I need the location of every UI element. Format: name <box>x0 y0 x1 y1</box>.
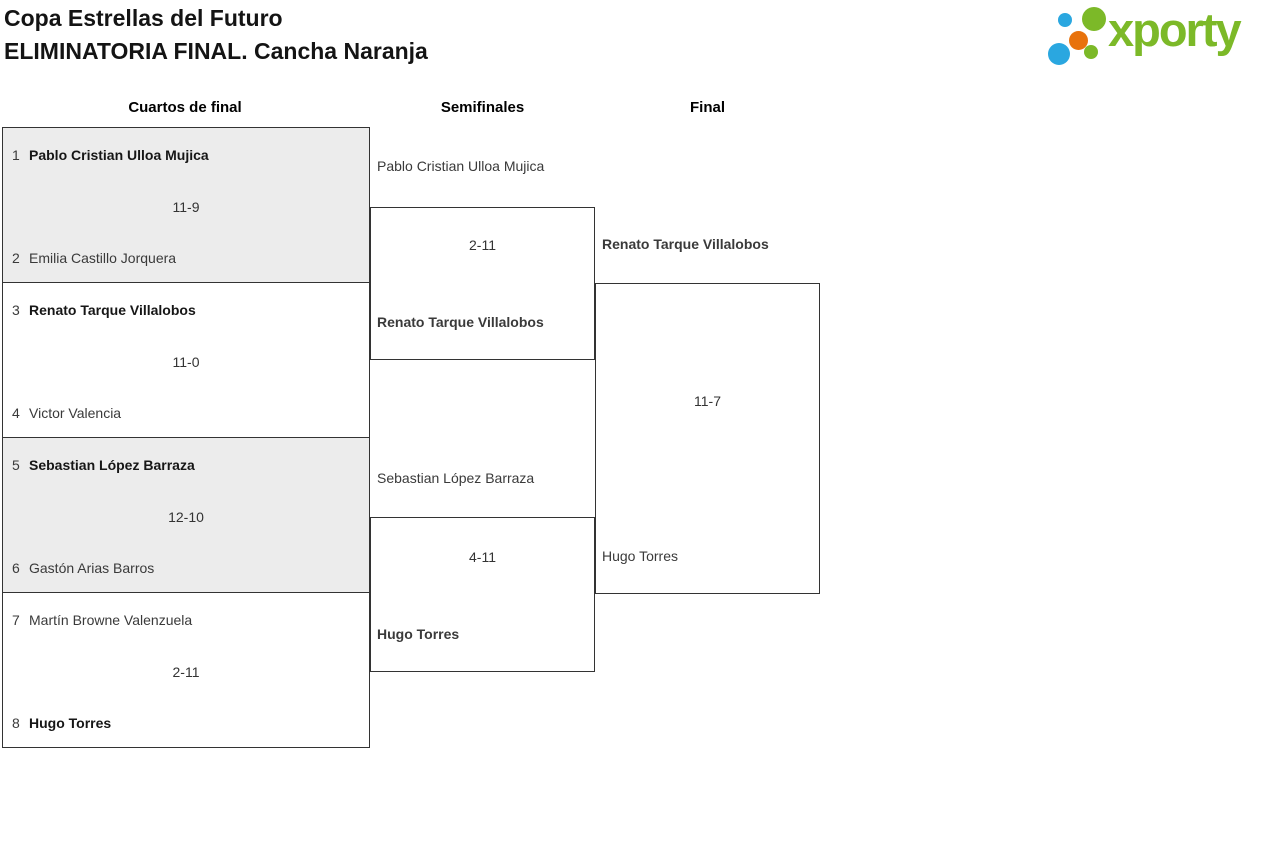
semifinal-match-1[interactable] <box>370 207 595 360</box>
quarterfinal-match-1[interactable]: 1 Pablo Cristian Ulloa Mujica 11-9 2 Emi… <box>2 127 370 283</box>
seed-number: 8 <box>12 715 20 731</box>
semifinal-match-2[interactable] <box>370 517 595 672</box>
player-name: Pablo Cristian Ulloa Mujica <box>29 147 209 163</box>
logo-dot-icon <box>1084 45 1098 59</box>
player-name: Hugo Torres <box>29 715 112 731</box>
match-player-top: 1 Pablo Cristian Ulloa Mujica <box>3 144 369 166</box>
match-score: 4-11 <box>469 549 496 565</box>
xporty-logo[interactable]: xporty <box>1040 0 1280 72</box>
player-name: Emilia Castillo Jorquera <box>29 250 177 266</box>
round-header-semifinals: Semifinales <box>440 99 525 116</box>
match-player-bottom: 6 Gastón Arias Barros <box>3 557 369 579</box>
seed-number: 7 <box>12 612 20 628</box>
player-name: Renato Tarque Villalobos <box>29 302 196 318</box>
player-name: Renato Tarque Villalobos <box>602 236 769 252</box>
logo-dot-icon <box>1082 7 1106 31</box>
player-name: Martín Browne Valenzuela <box>29 612 193 628</box>
quarterfinal-match-2[interactable]: 3 Renato Tarque Villalobos 11-0 4 Victor… <box>2 282 370 438</box>
player-name: Hugo Torres <box>602 548 679 564</box>
match-score: 11-0 <box>172 354 200 370</box>
match-player-top: 3 Renato Tarque Villalobos <box>3 299 369 321</box>
player-name: Sebastian López Barraza <box>377 470 535 486</box>
quarterfinal-match-3[interactable]: 5 Sebastian López Barraza 12-10 6 Gastón… <box>2 437 370 593</box>
quarterfinal-match-4[interactable]: 7 Martín Browne Valenzuela 2-11 8 Hugo T… <box>2 592 370 748</box>
final-match[interactable] <box>595 283 820 594</box>
match-player-top: 5 Sebastian López Barraza <box>3 454 369 476</box>
match-score: 2-11 <box>469 237 496 253</box>
seed-number: 6 <box>12 560 20 576</box>
seed-number: 4 <box>12 405 20 421</box>
round-header-quarterfinals: Cuartos de final <box>128 99 242 116</box>
player-name: Victor Valencia <box>29 405 122 421</box>
player-name: Renato Tarque Villalobos <box>377 314 544 330</box>
logo-dot-icon <box>1058 13 1072 27</box>
match-player-bottom: 8 Hugo Torres <box>3 712 369 734</box>
logo-dot-icon <box>1069 31 1088 50</box>
player-name: Sebastian López Barraza <box>29 457 195 473</box>
match-player-bottom: 2 Emilia Castillo Jorquera <box>3 247 369 269</box>
tournament-name: Copa Estrellas del Futuro <box>4 5 283 31</box>
player-name: Hugo Torres <box>377 626 460 642</box>
round-header-final: Final <box>689 99 725 116</box>
match-score: 11-9 <box>172 199 200 215</box>
seed-number: 2 <box>12 250 20 266</box>
match-player-top: 7 Martín Browne Valenzuela <box>3 609 369 631</box>
player-name: Pablo Cristian Ulloa Mujica <box>377 158 545 174</box>
match-player-bottom: 4 Victor Valencia <box>3 402 369 424</box>
stage-name: ELIMINATORIA FINAL. Cancha Naranja <box>4 38 428 64</box>
logo-wordmark: xporty <box>1108 3 1242 56</box>
match-score: 11-7 <box>694 393 721 409</box>
page-title: Copa Estrellas del Futuro ELIMINATORIA F… <box>4 2 428 68</box>
seed-number: 1 <box>12 147 20 163</box>
seed-number: 5 <box>12 457 20 473</box>
seed-number: 3 <box>12 302 20 318</box>
player-name: Gastón Arias Barros <box>29 560 155 576</box>
match-score: 2-11 <box>172 664 200 680</box>
match-score: 12-10 <box>168 509 204 525</box>
logo-dot-icon <box>1048 43 1070 65</box>
